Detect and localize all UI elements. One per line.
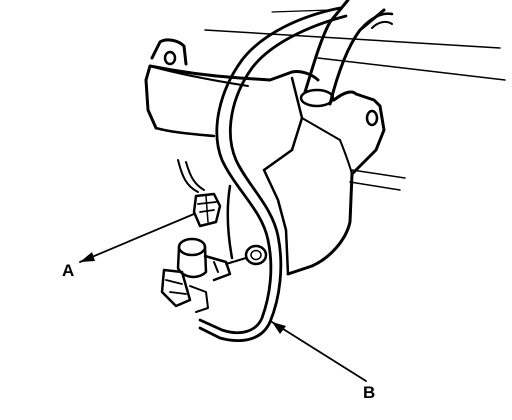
reservoir-tank <box>144 38 386 276</box>
callout-leaders <box>79 213 367 382</box>
callout-a-leader <box>79 213 195 263</box>
callout-a-arrowhead <box>80 252 95 262</box>
washer-pump <box>160 237 247 313</box>
electrical-connector <box>177 159 222 228</box>
washer-hose <box>198 6 348 342</box>
callout-b-leader <box>271 321 367 382</box>
callout-b-arrowhead <box>272 322 286 334</box>
callout-b-label: B <box>363 383 375 402</box>
callout-a-label: A <box>62 261 74 280</box>
